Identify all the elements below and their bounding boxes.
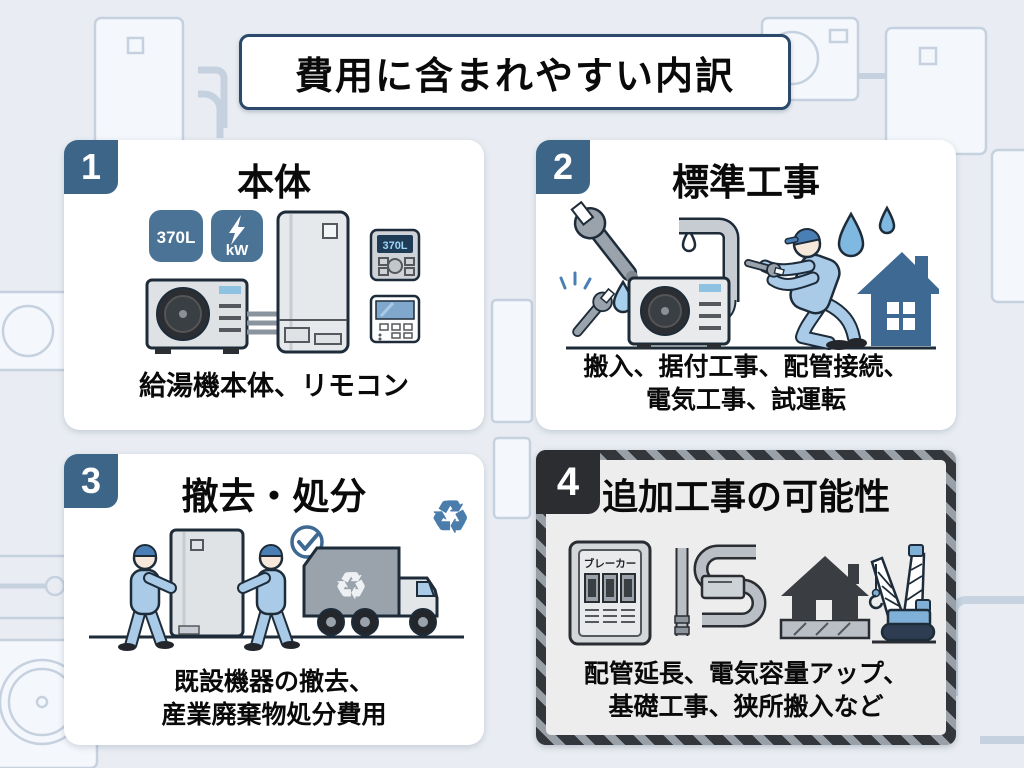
worker-right-illustration (237, 544, 300, 651)
card-caption-line: 電気工事、試運転 (645, 385, 846, 414)
card-caption-line: 給湯機本体、リモコン (139, 370, 409, 401)
card-caption-line: 産業廃棄物処分費用 (161, 700, 387, 729)
removal-illustration: ♻ (89, 525, 464, 651)
card2-number-badge: 2 (536, 140, 590, 194)
card1-number-badge: 1 (64, 140, 118, 194)
worker-left-illustration (118, 544, 177, 651)
svg-text:kW: kW (226, 242, 249, 259)
hand-wrench-icon (744, 259, 785, 278)
card4-title: 追加工事の可能性 (601, 476, 890, 517)
power-badge-icon: kW (211, 210, 263, 262)
card1-caption: 給湯機本体、リモコン (64, 369, 484, 404)
card-caption-line: 配管延長、電気容量アップ、 (583, 660, 909, 688)
old-tank-illustration (169, 528, 245, 638)
recycle-icon: ♻ (430, 493, 470, 542)
additional-work-icons: ブレーカー (568, 540, 936, 646)
card4-inner-panel: 追加工事の可能性 ブレーカー (546, 460, 946, 735)
worker-illustration (744, 228, 867, 350)
house-icon (857, 252, 939, 346)
card-standard-installation: 2 標準工事 (536, 140, 956, 430)
lightning-icon (229, 215, 245, 245)
card3-number-badge: 3 (64, 454, 118, 508)
small-wrench-icon (572, 287, 616, 338)
capacity-badge-icon: 370L (149, 210, 203, 262)
card3-title: 撤去・処分 (181, 476, 367, 517)
card1-title: 本体 (237, 162, 311, 203)
outdoor-unit-illustration (627, 276, 731, 349)
remote-control-icon: 370L (369, 228, 421, 282)
card-removal-disposal: 3 撤去・処分 ♻ (64, 454, 484, 745)
card-caption-line: 既設機器の撤去、 (173, 668, 374, 696)
piping-coil-icon (674, 544, 767, 636)
svg-text:♻: ♻ (335, 565, 367, 606)
wrench-icon (570, 200, 638, 283)
breaker-panel-icon: ブレーカー (568, 540, 652, 646)
card2-caption: 搬入、据付工事、配管接続、 電気工事、試運転 (536, 351, 956, 416)
page-title-banner: 費用に含まれやすい内訳 (239, 34, 791, 110)
crane-icon (868, 544, 936, 644)
card-caption-line: 基礎工事、狭所搬入など (608, 692, 884, 721)
installation-illustration (559, 200, 939, 350)
outdoor-unit-illustration (145, 278, 249, 354)
svg-text:370L: 370L (382, 240, 407, 252)
house-foundation-icon (779, 556, 871, 640)
card-additional-work: 4 追加工事の可能性 ブレーカー (536, 450, 956, 745)
card4-caption: 配管延長、電気容量アップ、 基礎工事、狭所搬入など (546, 658, 946, 723)
svg-text:ブレーカー: ブレーカー (584, 557, 637, 570)
card-caption-line: 搬入、据付工事、配管接続、 (583, 353, 909, 381)
card2-title: 標準工事 (672, 162, 820, 203)
main-unit-illustration: 370L kW (145, 210, 421, 354)
tank-unit-illustration (276, 210, 350, 354)
card-main-unit: 1 本体 370L kW (64, 140, 484, 430)
svg-text:370L: 370L (157, 228, 196, 247)
connection-pipes (247, 311, 279, 335)
card4-number-badge: 4 (536, 450, 600, 514)
spark-lines (559, 271, 592, 290)
garbage-truck-illustration: ♻ (302, 546, 439, 636)
remote-control-2-icon (369, 294, 421, 344)
card3-caption: 既設機器の撤去、 産業廃棄物処分費用 (64, 666, 484, 731)
page-title: 費用に含まれやすい内訳 (294, 55, 735, 98)
